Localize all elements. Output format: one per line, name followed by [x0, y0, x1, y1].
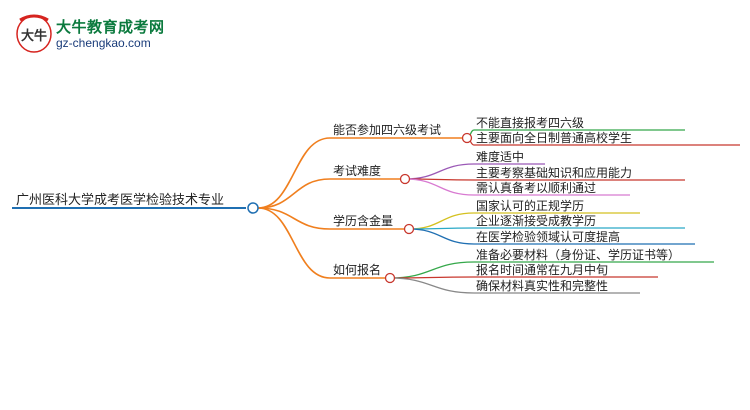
branch-3-child-3-label[interactable]: 在医学检验领域认可度提高 — [476, 229, 620, 244]
branch-1-link — [257, 137, 331, 209]
branch-3-child-1-link — [408, 212, 475, 230]
branch-2-label[interactable]: 考试难度 — [333, 163, 381, 178]
branch-2-child-2-label[interactable]: 主要考察基础知识和应用能力 — [476, 165, 632, 180]
branch-1-connector-icon[interactable] — [461, 132, 473, 144]
site-logo[interactable]: 大牛 大牛教育成考网 gz-chengkao.com — [14, 14, 164, 56]
branch-2-link — [257, 178, 331, 209]
logo-glyph: 大牛 — [21, 28, 47, 44]
branch-1-child-1-label[interactable]: 不能直接报考四六级 — [476, 115, 584, 130]
branch-3-child-3-link — [408, 228, 475, 245]
logo-url: gz-chengkao.com — [56, 36, 151, 50]
branch-3-label[interactable]: 学历含金量 — [333, 213, 393, 228]
branch-4-link — [257, 207, 331, 279]
branch-4-child-1-label[interactable]: 准备必要材料（身份证、学历证书等） — [476, 247, 680, 262]
branch-2-child-1-link — [404, 163, 475, 180]
branch-4-child-3-label[interactable]: 确保材料真实性和完整性 — [476, 278, 608, 293]
branch-1-child-2-label[interactable]: 主要面向全日制普通高校学生 — [476, 130, 632, 145]
branch-3-child-2-label[interactable]: 企业逐渐接受成教学历 — [476, 213, 596, 228]
branch-3-child-1-label[interactable]: 国家认可的正规学历 — [476, 198, 584, 213]
branch-4-connector-icon[interactable] — [384, 272, 396, 284]
branch-1-label[interactable]: 能否参加四六级考试 — [333, 122, 441, 137]
branch-4-child-1-link — [389, 261, 475, 279]
branch-2-child-3-link — [404, 178, 475, 196]
branch-2-child-3-label[interactable]: 需认真备考以顺利通过 — [476, 181, 596, 195]
branch-2-child-1-label[interactable]: 难度适中 — [476, 149, 524, 164]
root-connector-icon[interactable] — [247, 202, 259, 214]
branch-4-child-2-label[interactable]: 报名时间通常在九月中旬 — [476, 262, 608, 277]
mindmap-nodes: 广州医科大学成考医学检验技术专业 能否参加四六级考试 不能直接报考四六级主要面向全日… — [12, 115, 740, 294]
branch-3-link — [257, 207, 331, 230]
root-node-label[interactable]: 广州医科大学成考医学检验技术专业 — [16, 192, 224, 208]
branch-3-connector-icon[interactable] — [403, 223, 415, 235]
logo-mark-icon: 大牛 — [16, 14, 52, 53]
logo-title: 大牛教育成考网 — [56, 18, 165, 36]
branch-4-child-3-link — [389, 277, 475, 294]
branch-2-connector-icon[interactable] — [399, 173, 411, 185]
branch-4-label[interactable]: 如何报名 — [333, 262, 381, 277]
